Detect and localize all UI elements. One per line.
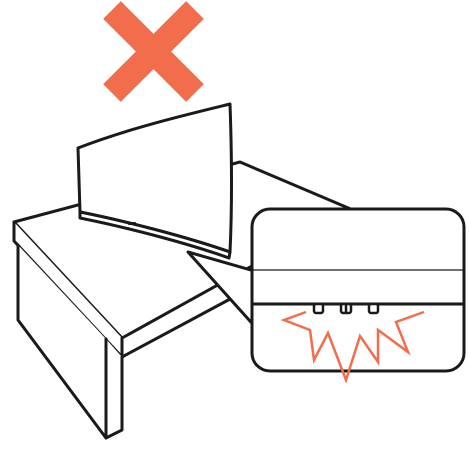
x-mark-icon xyxy=(103,1,204,102)
control-button-right xyxy=(367,302,380,315)
monitor-logo xyxy=(128,222,136,225)
callout-frame xyxy=(250,207,466,373)
control-buttons xyxy=(312,302,380,315)
table-front-leg xyxy=(104,337,124,440)
zoom-callout xyxy=(250,207,466,384)
pressure-burst xyxy=(280,310,425,384)
control-button-left xyxy=(312,302,325,315)
table-side-edge xyxy=(120,296,234,359)
curved-monitor xyxy=(76,102,233,260)
